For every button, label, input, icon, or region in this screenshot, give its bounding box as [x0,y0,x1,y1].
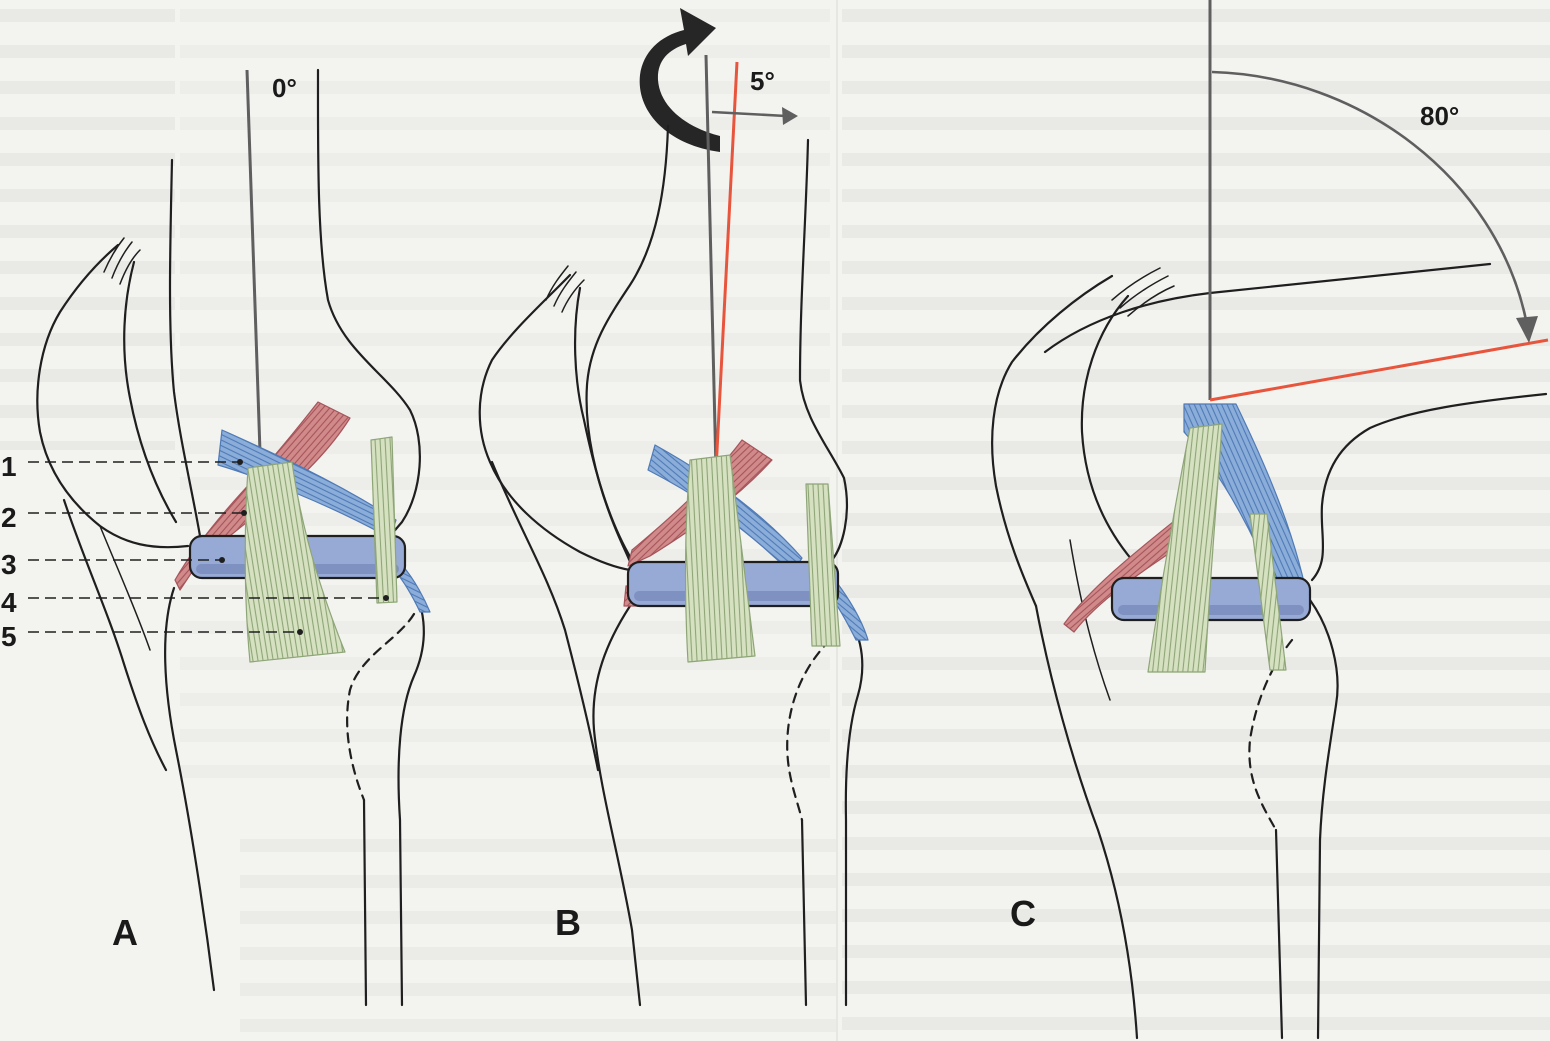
callout-number-2: 2 [1,502,17,533]
femur-posterior-outline [318,70,420,536]
fibula-head-outline [787,640,830,820]
flexed-axis-line [1210,340,1548,400]
panel-label-c: C [1010,893,1036,934]
tibia-anterior-outline [593,606,640,1005]
tibia-anterior-outline [165,588,214,990]
panel-c: 80° C [992,0,1548,1038]
rotated-axis-line [716,62,737,470]
arrow-right-icon [712,112,786,116]
tibia-posterior-outline [838,604,862,1005]
panel-b: 5° B [480,8,868,1005]
panel-a: 1 2 3 4 5 0° A [1,70,430,1005]
tibia-posterior-outline [399,580,424,1005]
angle-label-a: 0° [272,73,297,103]
arrow-right-head [782,107,798,125]
vertical-reference-axis [247,70,260,452]
callout-number-5: 5 [1,621,17,652]
callout-dot-4 [383,595,389,601]
panel-label-a: A [112,912,138,953]
femur-anterior-outline [170,160,200,536]
arc-arrow-head [1516,316,1538,343]
fibula-outline [802,820,806,1005]
patella-outline [992,276,1112,606]
quadriceps-tendon-strands [1112,268,1174,316]
femur-posterior-outline [1312,394,1546,580]
femur-anterior-outline [587,126,668,562]
angle-label-b: 5° [750,66,775,96]
callout-number-4: 4 [1,587,17,618]
panel-label-b: B [555,902,581,943]
patellar-tendon-outline [64,500,166,770]
patellar-tendon-outline [492,462,598,770]
callout-dot-1 [237,459,243,465]
callout-number-1: 1 [1,451,17,482]
quadriceps-tendon-strands [104,238,140,284]
tibia-posterior-outline [1310,600,1338,1038]
angle-label-c: 80° [1420,101,1459,131]
vertical-reference-axis [706,55,716,470]
callout-dot-5 [297,629,303,635]
fibula-outline [364,800,366,1005]
callout-dot-3 [219,557,225,563]
arc-arrow-icon [1212,72,1526,320]
callout-number-3: 3 [1,549,17,580]
tibia-anterior-outline [1036,606,1137,1038]
patella-inner-outline [1082,296,1132,560]
patella-inner-outline [124,262,176,522]
fibula-outline [1276,830,1282,1038]
callout-dot-2 [241,510,247,516]
